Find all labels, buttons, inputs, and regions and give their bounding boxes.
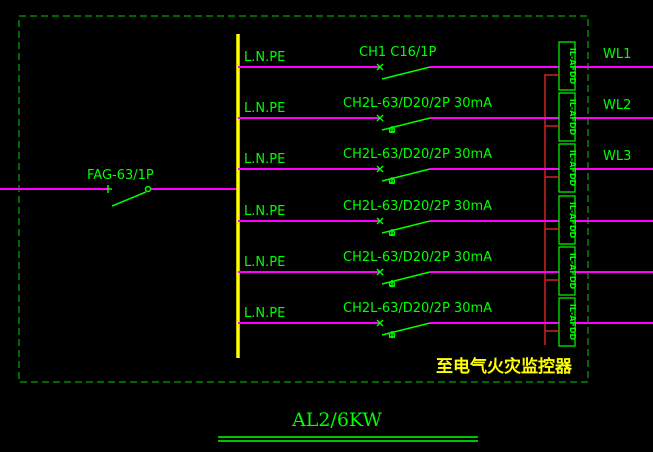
panel-frame (18, 15, 589, 383)
breaker-symbol (376, 114, 431, 134)
afdd-box: IL-AFDD (558, 143, 577, 193)
breaker-symbol (376, 268, 431, 288)
bus-label: L.N.PE (244, 255, 285, 270)
breaker-label: CH1 C16/1P (359, 45, 437, 60)
breaker-label: CH2L-63/D20/2P 30mA (343, 301, 492, 316)
circuit-1: L.N.PE CH1 C16/1P IL-AFDD WL1 (238, 41, 653, 91)
afdd-box: IL-AFDD (558, 246, 577, 296)
breaker-symbol (376, 165, 431, 185)
afdd-box: IL-AFDD (558, 41, 577, 91)
wl-label: WL3 (603, 149, 631, 164)
wl-label: WL1 (603, 47, 631, 62)
bus-label: L.N.PE (244, 306, 285, 321)
breaker-label: CH2L-63/D20/2P 30mA (343, 250, 492, 265)
circuit-6: L.N.PE CH2L-63/D20/2P 30mA IL-AFDD (238, 297, 653, 347)
circuit-2: L.N.PE CH2L-63/D20/2P 30mA IL-AFDD WL2 (238, 92, 653, 142)
bus-label: L.N.PE (244, 101, 285, 116)
circuit-5: L.N.PE CH2L-63/D20/2P 30mA IL-AFDD (238, 246, 653, 296)
afdd-label: IL-AFDD (568, 99, 577, 136)
breaker-symbol (376, 217, 431, 237)
circuit-4: L.N.PE CH2L-63/D20/2P 30mA IL-AFDD (238, 195, 653, 245)
breaker-symbol (376, 319, 431, 339)
monitor-note: 至电气火灾监控器 (436, 356, 573, 377)
breaker-label: CH2L-63/D20/2P 30mA (343, 199, 492, 214)
incoming-breaker-label: FAG-63/1P (87, 168, 154, 183)
breaker-symbol (376, 63, 431, 80)
afdd-label: IL-AFDD (568, 202, 577, 239)
wl-label: WL2 (603, 98, 631, 113)
afdd-label: IL-AFDD (568, 253, 577, 290)
afdd-label: IL-AFDD (568, 304, 577, 341)
incoming-breaker-symbol (107, 185, 152, 207)
breaker-label: CH2L-63/D20/2P 30mA (343, 147, 492, 162)
afdd-label: IL-AFDD (568, 150, 577, 187)
afdd-box: IL-AFDD (558, 195, 577, 245)
breaker-label: CH2L-63/D20/2P 30mA (343, 96, 492, 111)
bus-label: L.N.PE (244, 204, 285, 219)
bus-label: L.N.PE (244, 152, 285, 167)
bus-label: L.N.PE (244, 50, 285, 65)
afdd-box: IL-AFDD (558, 297, 577, 347)
afdd-box: IL-AFDD (558, 92, 577, 142)
afdd-label: IL-AFDD (568, 48, 577, 85)
circuit-3: L.N.PE CH2L-63/D20/2P 30mA IL-AFDD WL3 (238, 143, 653, 193)
panel-title: AL2/6KW (291, 409, 382, 431)
